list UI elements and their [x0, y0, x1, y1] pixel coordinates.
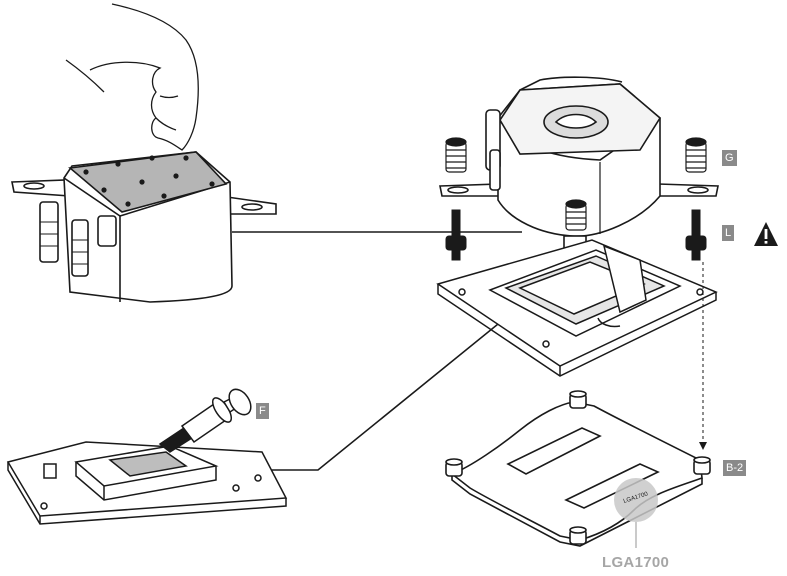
standoff-left: [445, 209, 467, 261]
syringe-plunger-cap: [228, 388, 252, 416]
fitting-left: [39, 201, 59, 263]
backplate: LGA1700: [445, 390, 711, 548]
thermal-paste: [108, 451, 188, 477]
socket-label: LGA1700: [602, 554, 670, 571]
cpu-to-motherboard-line: [262, 289, 541, 471]
fitting-mid: [71, 219, 89, 277]
pump-block: [11, 151, 277, 303]
backplate-body: [450, 401, 703, 541]
hand-illustration: [65, 3, 199, 151]
label-g: G: [722, 150, 737, 166]
top-plate-screws: [83, 155, 215, 207]
arm-slot: [23, 182, 45, 190]
warning-triangle-icon: [754, 222, 778, 246]
component: [43, 463, 57, 479]
label-f: F: [256, 403, 269, 419]
socket-highlight: [614, 478, 658, 522]
standoff-right: [685, 209, 707, 261]
guide-arrowhead: [699, 442, 707, 450]
tube: [489, 149, 501, 191]
thumb-screw-center: [565, 199, 587, 231]
thumb-screw-right: [685, 137, 707, 173]
cpu-socket-board: [436, 239, 718, 377]
label-l: L: [722, 225, 735, 241]
fitting-right: [97, 215, 117, 247]
thumb-screw-left: [445, 137, 467, 173]
motherboard: [6, 441, 288, 525]
thermal-paste-syringe: [158, 388, 252, 453]
arm-slot: [241, 203, 263, 211]
backplate-window-bottom: [564, 463, 660, 509]
backplate-window-top: [506, 427, 602, 475]
backplate-studs: [445, 390, 711, 545]
label-b2: B-2: [723, 460, 747, 476]
connector-lines: [232, 231, 541, 471]
